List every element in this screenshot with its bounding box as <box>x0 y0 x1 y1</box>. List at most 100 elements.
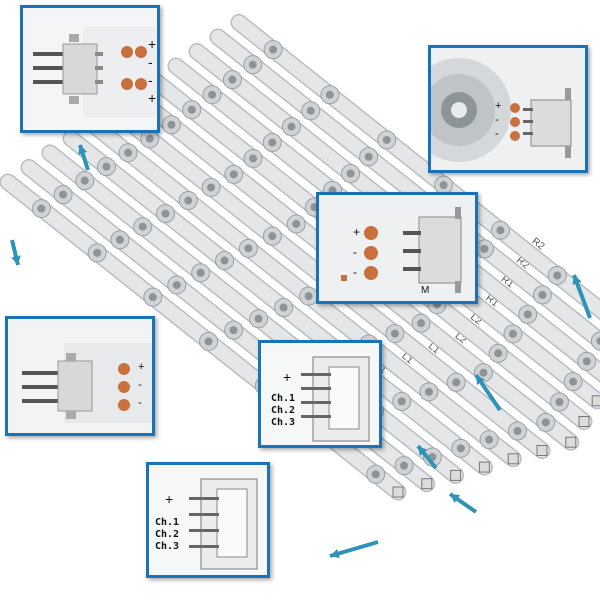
led-lens-center <box>538 290 547 299</box>
channel-label: Ch.3 <box>155 541 180 552</box>
strip-connector <box>591 395 600 407</box>
strip-connector <box>565 436 577 448</box>
led-lens-center <box>523 310 532 319</box>
led-lens-center <box>596 337 600 345</box>
header-connector-photo <box>149 465 267 575</box>
led-lens-center <box>569 377 578 386</box>
led-lens <box>590 331 600 351</box>
connector-inset-center: + - - M <box>316 192 478 304</box>
arrow-icon <box>474 373 502 412</box>
led-strip: L1 <box>62 130 493 476</box>
channel-label: Ch.2 <box>155 529 180 540</box>
polarity-label: - <box>495 114 499 126</box>
connector-inset-top-right: + - - <box>428 45 588 173</box>
arrow-icon <box>572 274 592 319</box>
strip-connector <box>578 416 590 427</box>
led-lens-center <box>479 368 488 377</box>
led-lens-center <box>93 248 102 257</box>
led-lens-center <box>184 196 193 205</box>
plus-label: + <box>283 369 292 385</box>
polarity-label: - <box>138 379 142 391</box>
led-lens-center <box>269 45 278 54</box>
led-lens-center <box>220 256 229 265</box>
polarity-label: - <box>138 397 142 409</box>
channel-inset-bottom: + Ch.1 Ch.2 Ch.3 <box>146 462 270 578</box>
polarity-label: + <box>148 36 157 52</box>
led-lens-center <box>553 271 562 280</box>
marker-label: M <box>421 285 430 296</box>
led-lens-center <box>124 148 133 157</box>
led-lens-center <box>207 183 216 192</box>
channel-inset-middle: + Ch.1 Ch.2 Ch.3 <box>258 340 382 448</box>
led-lens-center <box>382 135 391 144</box>
led-lens-center <box>496 226 505 235</box>
led-lens-center <box>208 90 217 99</box>
led-strip: L1 <box>83 115 522 468</box>
led-lens-center <box>268 138 277 147</box>
led-lens-center <box>390 329 399 338</box>
led-lens-center <box>456 444 465 453</box>
led-lens-center <box>59 190 68 199</box>
led-lens-center <box>167 120 176 129</box>
led-lens-center <box>480 244 489 253</box>
led-lens-center <box>244 244 253 253</box>
led-lens-center <box>187 105 196 114</box>
led-lens-center <box>80 176 89 185</box>
led-lens-center <box>102 162 111 171</box>
led-lens-center <box>325 90 334 99</box>
polarity-label: + <box>353 225 361 239</box>
led-lens-center <box>268 232 277 241</box>
led-lens-center <box>371 470 380 479</box>
led-lens-center <box>204 337 213 346</box>
led-lens-center <box>37 204 46 213</box>
led-lens-center <box>148 293 157 302</box>
led-lens-center <box>115 235 124 244</box>
connector-inset-top-left: + - - + <box>20 5 160 133</box>
led-lens-center <box>254 314 263 323</box>
led-lens-center <box>582 357 591 366</box>
led-lens-center <box>541 418 550 427</box>
strip-connector <box>392 486 404 498</box>
strip-connector <box>478 461 490 473</box>
plus-label: + <box>165 491 174 507</box>
polarity-label: - <box>148 54 153 70</box>
arrow-icon <box>416 444 438 470</box>
channel-label: Ch.2 <box>271 405 296 416</box>
strip-connector <box>421 478 433 490</box>
arrow-icon <box>78 144 90 171</box>
led-lens-center <box>249 154 258 163</box>
led-lens-center <box>508 329 517 338</box>
lens-connector-photo <box>431 48 585 170</box>
led-lens-center <box>304 292 313 301</box>
connector-photo <box>319 195 475 301</box>
led-lens-center <box>161 209 170 218</box>
led-lens-center <box>424 387 433 396</box>
led-lens-center <box>494 349 503 358</box>
connector-photo <box>8 319 152 433</box>
led-lens-center <box>452 378 461 387</box>
led-lens-center <box>229 326 238 335</box>
led-lens-center <box>439 181 448 190</box>
led-lens-center <box>196 268 205 277</box>
led-lens-center <box>138 222 147 231</box>
arrow-icon <box>10 239 21 266</box>
led-lens-center <box>248 60 257 69</box>
led-lens-center <box>485 435 494 444</box>
led-lens-center <box>279 303 288 312</box>
led-lens-center <box>417 319 426 328</box>
polarity-label: - <box>495 128 499 140</box>
led-lens-center <box>172 280 181 289</box>
header-connector-photo <box>261 343 379 445</box>
led-lens-center <box>306 106 315 115</box>
strip-connector <box>536 445 548 456</box>
polarity-label: + <box>495 100 502 112</box>
led-lens-center <box>287 122 296 131</box>
led-lens-center <box>229 170 238 179</box>
channel-label: Ch.1 <box>271 393 296 404</box>
led-lens-center <box>228 75 237 84</box>
led-lens-center <box>400 461 409 470</box>
led-lens-center <box>292 219 301 228</box>
connector-inset-middle-left: + - - <box>5 316 155 436</box>
